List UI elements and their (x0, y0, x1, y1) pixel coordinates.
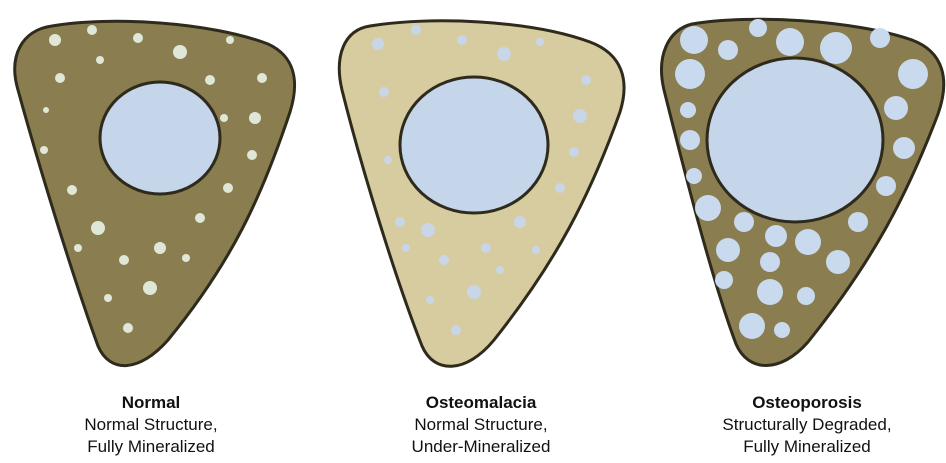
osteoporosis-pore (797, 287, 815, 305)
osteomalacia-pore (372, 38, 384, 50)
normal-pore (182, 254, 190, 262)
normal-pore (49, 34, 61, 46)
normal-pore (43, 107, 49, 113)
osteomalacia-central-canal (400, 77, 548, 213)
normal-title: Normal (1, 392, 301, 414)
normal-pore (74, 244, 82, 252)
osteomalacia-pore (573, 109, 587, 123)
osteoporosis-pore (826, 250, 850, 274)
osteoporosis-pore (776, 28, 804, 56)
osteoporosis-pore (795, 229, 821, 255)
osteomalacia-pore (411, 25, 421, 35)
normal-pore (223, 183, 233, 193)
normal-pore (220, 114, 228, 122)
normal-bone-section (15, 21, 295, 365)
osteoporosis-pore (870, 28, 890, 48)
osteoporosis-pore (675, 59, 705, 89)
osteomalacia-pore (395, 217, 405, 227)
osteoporosis-pore (686, 168, 702, 184)
normal-pore (154, 242, 166, 254)
normal-pore (247, 150, 257, 160)
osteoporosis-pore (774, 322, 790, 338)
osteoporosis-pore (734, 212, 754, 232)
osteoporosis-pore (893, 137, 915, 159)
normal-pore (96, 56, 104, 64)
osteomalacia-pore (421, 223, 435, 237)
osteoporosis-pore (757, 279, 783, 305)
normal-pore (67, 185, 77, 195)
osteoporosis-pore (749, 19, 767, 37)
osteoporosis-title: Osteoporosis (657, 392, 946, 414)
normal-pore (249, 112, 261, 124)
normal-caption: Normal Normal Structure, Fully Mineraliz… (1, 392, 301, 458)
osteoporosis-caption: Osteoporosis Structurally Degraded, Full… (657, 392, 946, 458)
osteomalacia-pore (481, 243, 491, 253)
osteoporosis-pore (898, 59, 928, 89)
osteomalacia-pore (402, 244, 410, 252)
osteomalacia-title: Osteomalacia (331, 392, 631, 414)
osteomalacia-pore (439, 255, 449, 265)
normal-pore (91, 221, 105, 235)
osteoporosis-pore (680, 102, 696, 118)
normal-pore (257, 73, 267, 83)
osteoporosis-pore (739, 313, 765, 339)
osteoporosis-pore (760, 252, 780, 272)
osteomalacia-bone-section (339, 21, 624, 366)
osteomalacia-pore (532, 246, 540, 254)
normal-structure-label: Normal Structure, (1, 414, 301, 436)
osteoporosis-mineral-label: Fully Mineralized (657, 436, 946, 458)
osteomalacia-pore (451, 325, 461, 335)
osteomalacia-pore (384, 156, 392, 164)
normal-pore (205, 75, 215, 85)
osteoporosis-pore (715, 271, 733, 289)
normal-pore (123, 323, 133, 333)
osteomalacia-pore (379, 87, 389, 97)
normal-pore (226, 36, 234, 44)
osteoporosis-central-canal (707, 58, 883, 222)
normal-pore (133, 33, 143, 43)
osteomalacia-pore (426, 296, 434, 304)
osteoporosis-pore (884, 96, 908, 120)
osteoporosis-pore (680, 26, 708, 54)
osteomalacia-pore (536, 38, 544, 46)
normal-pore (40, 146, 48, 154)
osteoporosis-pore (718, 40, 738, 60)
osteomalacia-pore (555, 183, 565, 193)
osteoporosis-structure-label: Structurally Degraded, (657, 414, 946, 436)
normal-pore (195, 213, 205, 223)
normal-pore (55, 73, 65, 83)
osteoporosis-pore (820, 32, 852, 64)
osteomalacia-mineral-label: Under-Mineralized (331, 436, 631, 458)
osteoporosis-pore (716, 238, 740, 262)
osteomalacia-pore (581, 75, 591, 85)
normal-pore (173, 45, 187, 59)
osteomalacia-pore (457, 35, 467, 45)
normal-central-canal (100, 82, 220, 194)
osteomalacia-pore (496, 266, 504, 274)
osteomalacia-pore (497, 47, 511, 61)
osteomalacia-pore (569, 147, 579, 157)
osteoporosis-bone-section (662, 19, 944, 366)
osteomalacia-pore (514, 216, 526, 228)
osteoporosis-pore (848, 212, 868, 232)
normal-pore (104, 294, 112, 302)
normal-pore (87, 25, 97, 35)
osteomalacia-caption: Osteomalacia Normal Structure, Under-Min… (331, 392, 631, 458)
osteoporosis-pore (876, 176, 896, 196)
osteoporosis-pore (695, 195, 721, 221)
normal-mineral-label: Fully Mineralized (1, 436, 301, 458)
osteoporosis-pore (765, 225, 787, 247)
normal-pore (143, 281, 157, 295)
osteomalacia-pore (467, 285, 481, 299)
osteoporosis-pore (680, 130, 700, 150)
normal-pore (119, 255, 129, 265)
osteomalacia-structure-label: Normal Structure, (331, 414, 631, 436)
